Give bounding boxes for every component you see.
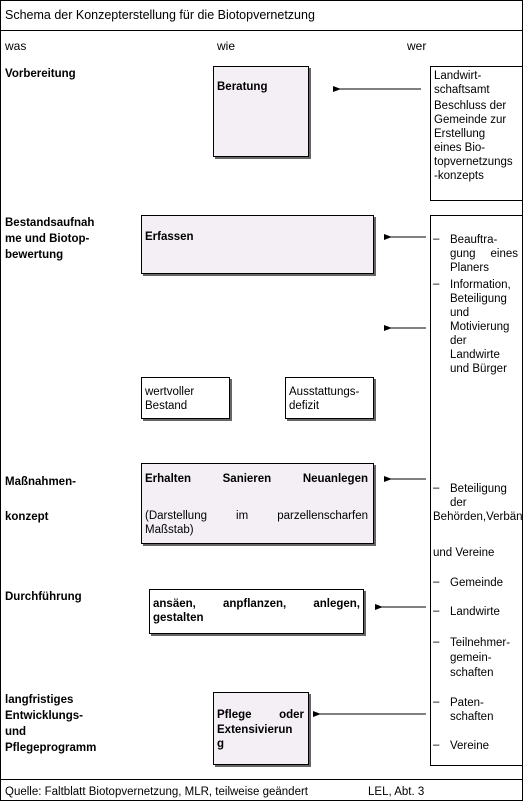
wer-gemeinde: Gemeinde <box>450 577 504 589</box>
section-konzept: konzept <box>5 511 49 523</box>
section-langfristig: langfristiges Entwicklungs- und Pflegepr… <box>5 694 97 754</box>
ausstattungsdefizit-text: Ausstattungs- defizit <box>289 386 360 412</box>
wer-vereine: Vereine <box>450 740 490 752</box>
massnahmen-massstab: Maßstab) <box>145 524 194 536</box>
header-wie: wie <box>217 39 236 53</box>
header-was: was <box>5 39 27 53</box>
durchfuehrung-actions: ansäen, anpflanzen, anlegen, <box>153 598 360 610</box>
section-bestandsaufnahme: Bestandsaufnah me und Biotop- bewertung <box>5 217 95 261</box>
box-erfassen-label: Erfassen <box>145 231 194 243</box>
footer-divider <box>1 779 522 780</box>
wer-paten: Paten- schaften <box>450 697 494 723</box>
wertvoller-bestand-text: wertvoller Bestand <box>145 386 195 412</box>
footer-org: LEL, Abt. 3 <box>368 786 425 798</box>
dash-paten: – <box>433 696 440 708</box>
massnahmen-darstellung: (Darstellung im parzellenscharfen <box>145 510 368 522</box>
box-ausstattungsdefizit: Ausstattungs- defizit <box>285 377 374 419</box>
dash-information: – <box>433 278 440 290</box>
dash-beteiligung: – <box>433 482 440 494</box>
wer-information: Information, Beteiligung und Motivierung… <box>450 279 511 375</box>
section-massnahmen: Maßnahmen- <box>5 476 76 488</box>
section-durchfuehrung: Durchführung <box>5 591 82 603</box>
header-wer: wer <box>407 39 427 53</box>
dash-landwirte: – <box>433 605 440 617</box>
title-divider <box>1 30 522 31</box>
dash-gemeinde: – <box>433 576 440 588</box>
diagram-title: Schema der Konzepterstellung für die Bio… <box>5 8 315 22</box>
wer-beteiligung: Beteiligung der <box>450 483 507 509</box>
wer-landwirtschaftsamt: Landwirt- schaftsamt <box>434 70 490 96</box>
box-massnahmen: Erhalten Sanieren Neuanlegen (Darstellun… <box>141 463 374 544</box>
box-pflege: Pflege oder Extensivierun g <box>213 692 309 765</box>
durchfuehrung-gestalten: gestalten <box>153 612 204 624</box>
dash-teilnehmer: – <box>433 636 440 648</box>
box-durchfuehrung: ansäen, anpflanzen, anlegen, gestalten <box>149 589 364 634</box>
box-beratung-label: Beratung <box>217 81 268 93</box>
wer-beschluss: Beschluss der Gemeinde zur Erstellung ei… <box>434 100 513 182</box>
pflege-line1: Pflege oder <box>217 709 304 721</box>
wer-box-vorbereitung: Landwirt- schaftsamt Beschluss der Gemei… <box>430 66 523 201</box>
massnahmen-actions: Erhalten Sanieren Neuanlegen <box>145 473 368 485</box>
dash-beauftragung: – <box>433 233 440 245</box>
dash-vereine: – <box>433 739 440 751</box>
wer-teilnehmer: Teilnehmer- gemein- schaften <box>450 637 511 679</box>
footer-source: Quelle: Faltblatt Biotopvernetzung, MLR,… <box>5 786 308 798</box>
box-wertvoller-bestand: wertvoller Bestand <box>141 377 230 419</box>
box-erfassen: Erfassen <box>141 215 374 274</box>
wer-landwirte: Landwirte <box>450 606 500 618</box>
box-beratung: Beratung <box>213 66 309 157</box>
wer-behoerden: Behörden, Verbände <box>433 511 523 523</box>
section-vorbereitung: Vorbereitung <box>5 68 76 80</box>
pflege-line2: Extensivierun g <box>217 724 293 750</box>
wer-und-vereine: und Vereine <box>433 547 495 559</box>
